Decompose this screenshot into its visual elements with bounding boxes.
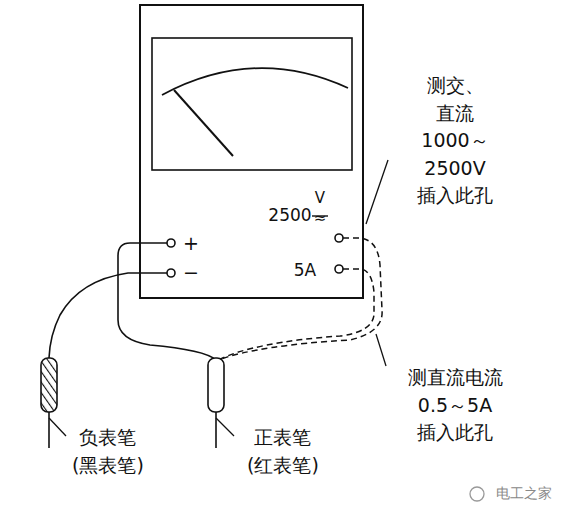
unit-symbol: V [315,188,325,210]
red-probe [208,358,224,412]
meter-body [140,5,363,298]
range-value: 2500 [268,203,311,228]
watermark-icon [470,487,484,501]
leader-line [376,334,386,366]
leader-line [216,418,234,436]
callout-note: 测交、直流 1000～2500V 插入此孔 [417,72,493,210]
probe-label: 负表笔 (黑表笔) [72,424,144,479]
scale-arc [162,68,348,95]
ac-symbol: ≈ [314,208,327,230]
terminal-plus [167,239,175,247]
black-lead-wire [49,273,167,358]
leader-line [366,160,388,224]
black-probe [41,358,57,412]
red-probe-tip [215,412,217,448]
terminal-5a [335,265,343,273]
black-probe-tip [48,412,50,448]
probe-label: 正表笔 (红表笔) [247,424,319,479]
range-value: 5A [294,258,316,283]
dashed-lead-2500v [218,238,382,360]
dashed-lead-5a [218,269,374,360]
red-lead-wire [118,243,216,360]
terminal-sign: − [183,259,199,287]
terminal-sign: + [183,230,199,258]
terminal-minus [167,269,175,277]
terminal-2500v [335,234,343,242]
callout-note: 测直流电流 0.5～5A 插入此孔 [408,364,503,447]
display-window [152,38,352,170]
needle [174,90,233,156]
leader-line [49,418,66,436]
watermark: 电工之家 [496,483,552,503]
